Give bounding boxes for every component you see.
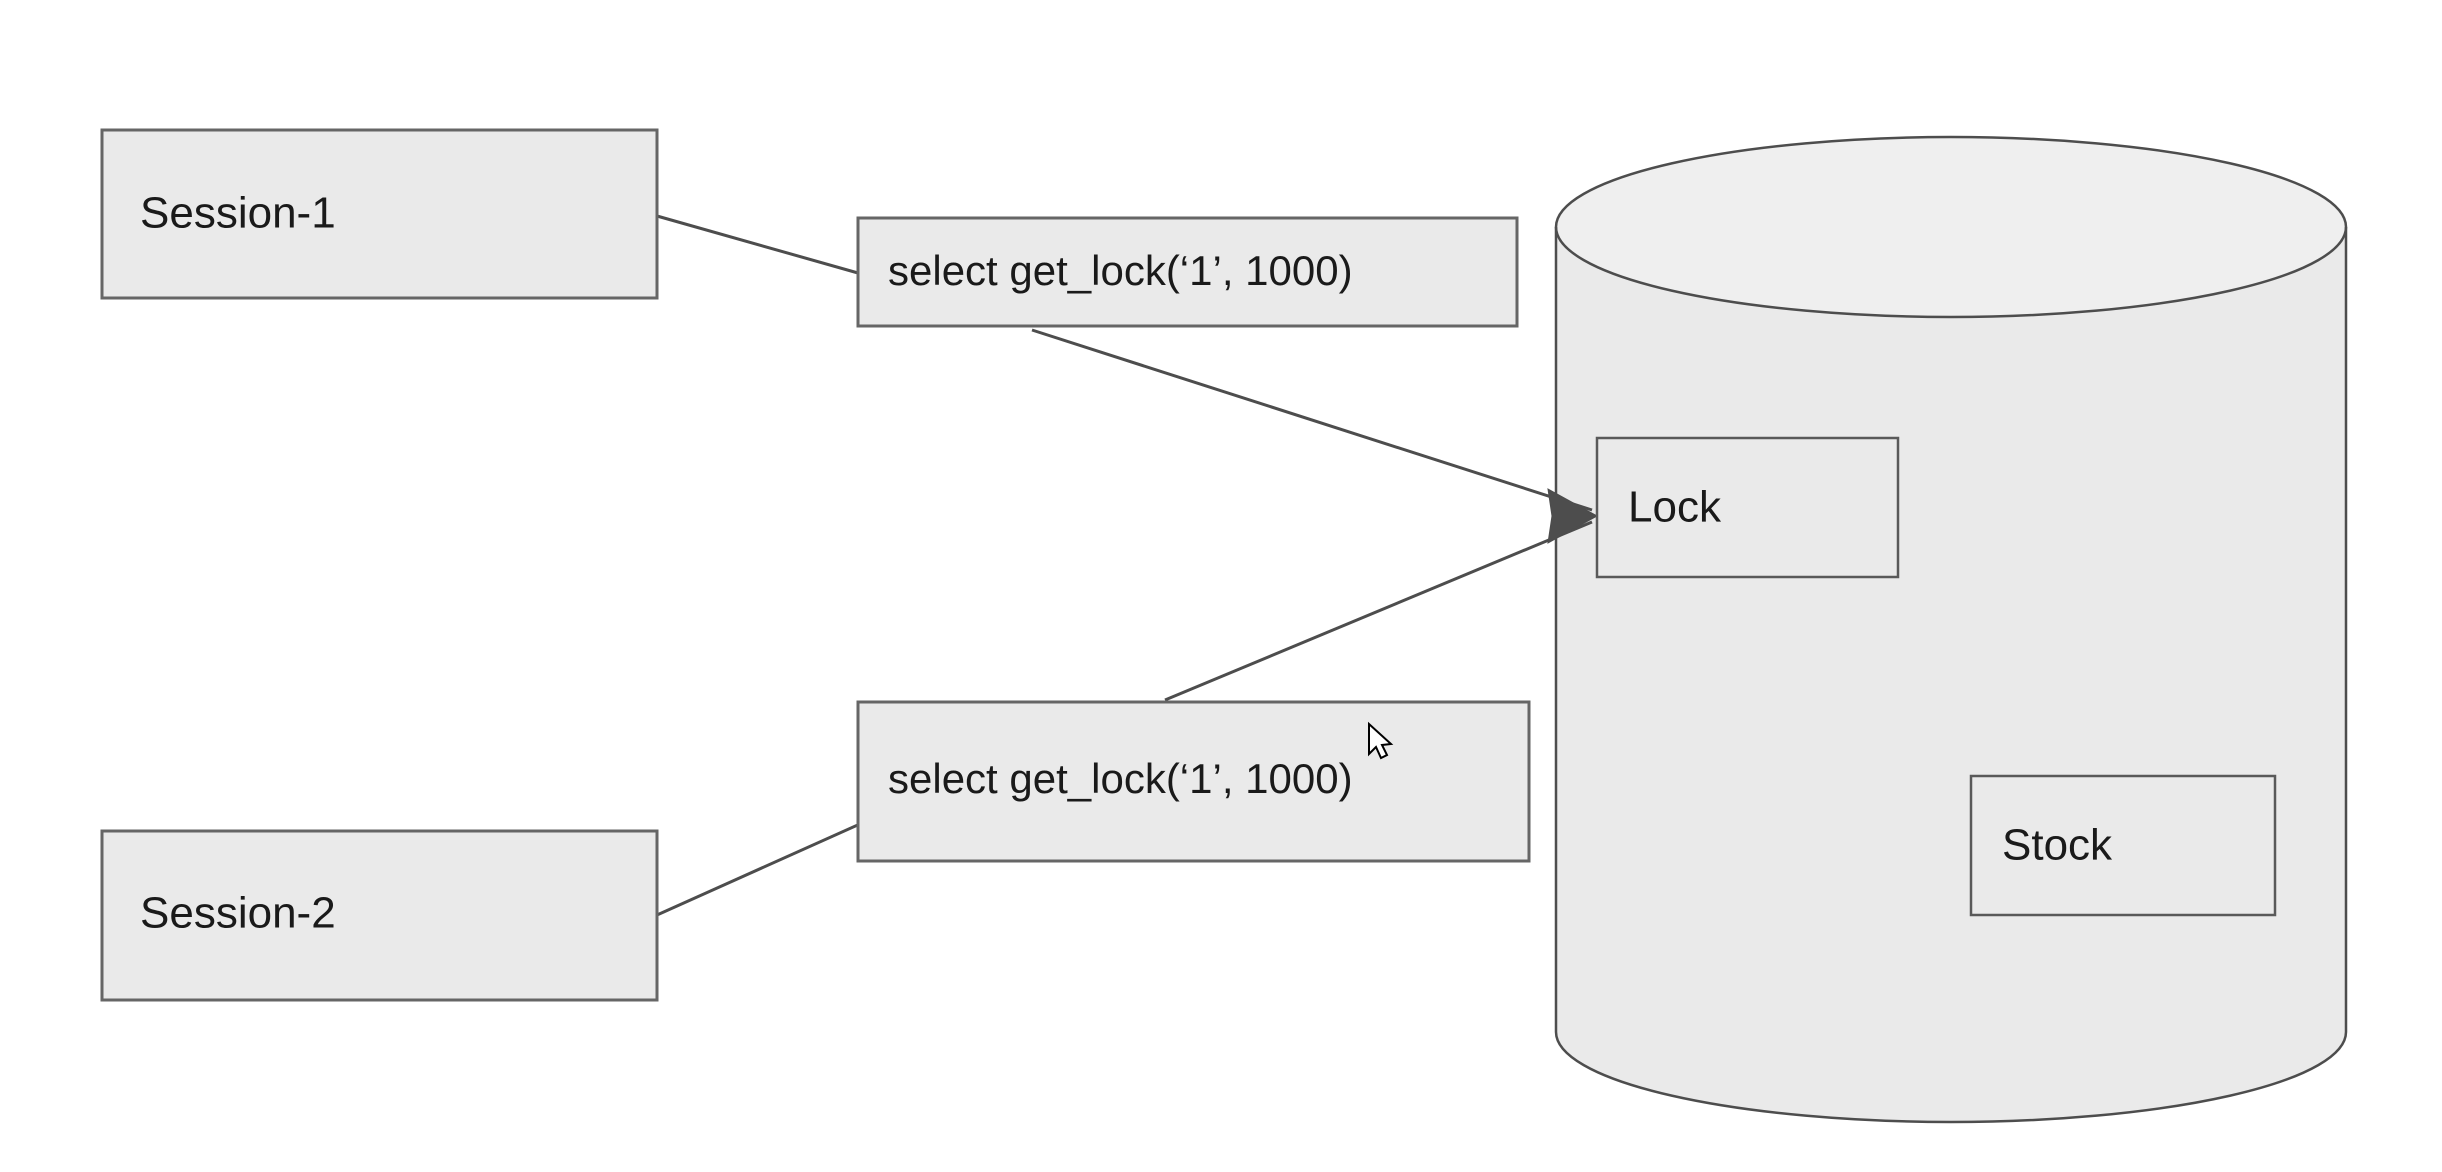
session-2-node[interactable]: Session-2 (100, 829, 659, 1002)
statement-2-label: select get_lock(‘1’, 1000) (888, 755, 1353, 802)
statement-1-node[interactable]: select get_lock(‘1’, 1000) (856, 216, 1519, 328)
session-1-label: Session-1 (140, 189, 336, 238)
arrowhead-to-lock (1547, 488, 1599, 544)
stock-node[interactable]: Stock (1969, 774, 2277, 917)
cylinder-top-outline (1554, 135, 2348, 319)
edge-statement1-to-lock (1031, 328, 1593, 512)
lock-label: Lock (1628, 483, 1722, 532)
mouse-cursor-icon (1368, 721, 1394, 760)
edge-session1-to-statement1 (656, 214, 859, 275)
statement-2-box (856, 700, 1531, 863)
cylinder-body-fill (1556, 227, 2346, 1122)
stock-box (1969, 774, 2277, 917)
edge-statement2-to-lock (1164, 520, 1593, 702)
cylinder-top-fill (1556, 137, 2346, 317)
statement-1-label: select get_lock(‘1’, 1000) (888, 247, 1353, 294)
statement-1-box (856, 216, 1519, 328)
lock-box (1595, 436, 1900, 579)
lock-node[interactable]: Lock (1595, 436, 1900, 579)
session-1-node[interactable]: Session-1 (100, 128, 659, 300)
stock-label: Stock (2002, 821, 2113, 870)
session-1-box (100, 128, 659, 300)
session-2-label: Session-2 (140, 889, 336, 938)
statement-2-node[interactable]: select get_lock(‘1’, 1000) (856, 700, 1531, 863)
cylinder-body-outline (1554, 227, 2348, 1124)
session-2-box (100, 829, 659, 1002)
database-cylinder[interactable] (1554, 135, 2348, 1124)
